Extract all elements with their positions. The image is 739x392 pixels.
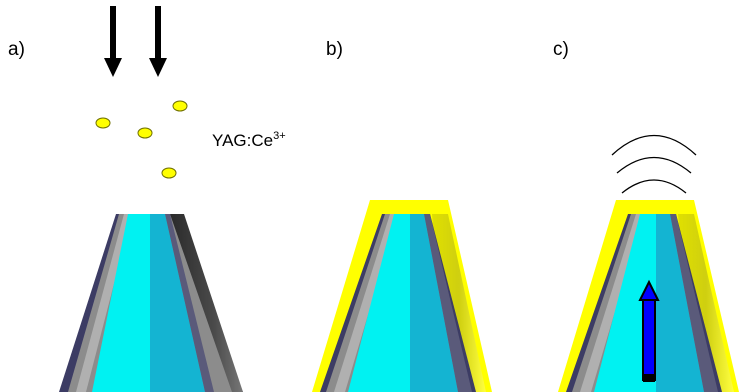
phosphor-particle [161,167,177,179]
panel-c-label: c) [553,39,569,60]
phosphor-particle [95,117,111,129]
phosphor-coating-top [370,200,448,214]
down-arrow-left-icon [104,6,122,77]
emission-waves-icon [611,135,697,194]
fiber-tip-coated [312,200,492,392]
deposition-arrows [104,6,167,77]
phosphor-particle [137,127,153,139]
down-arrow-right-icon [149,6,167,77]
up-arrow-icon [638,279,660,382]
panel-b: b) [312,39,492,392]
panel-c: c) [553,39,739,392]
phosphor-coating-top [616,200,694,214]
panel-b-label: b) [326,39,343,60]
panel-a-label: a) [8,39,25,60]
phosphor-label: YAG:Ce3+ [212,130,286,150]
fiber-tip-uncoated [59,214,243,392]
phosphor-particle [172,100,188,112]
panel-a: a) YAG:Ce3+ [8,6,286,392]
phosphor-particles [95,100,188,179]
